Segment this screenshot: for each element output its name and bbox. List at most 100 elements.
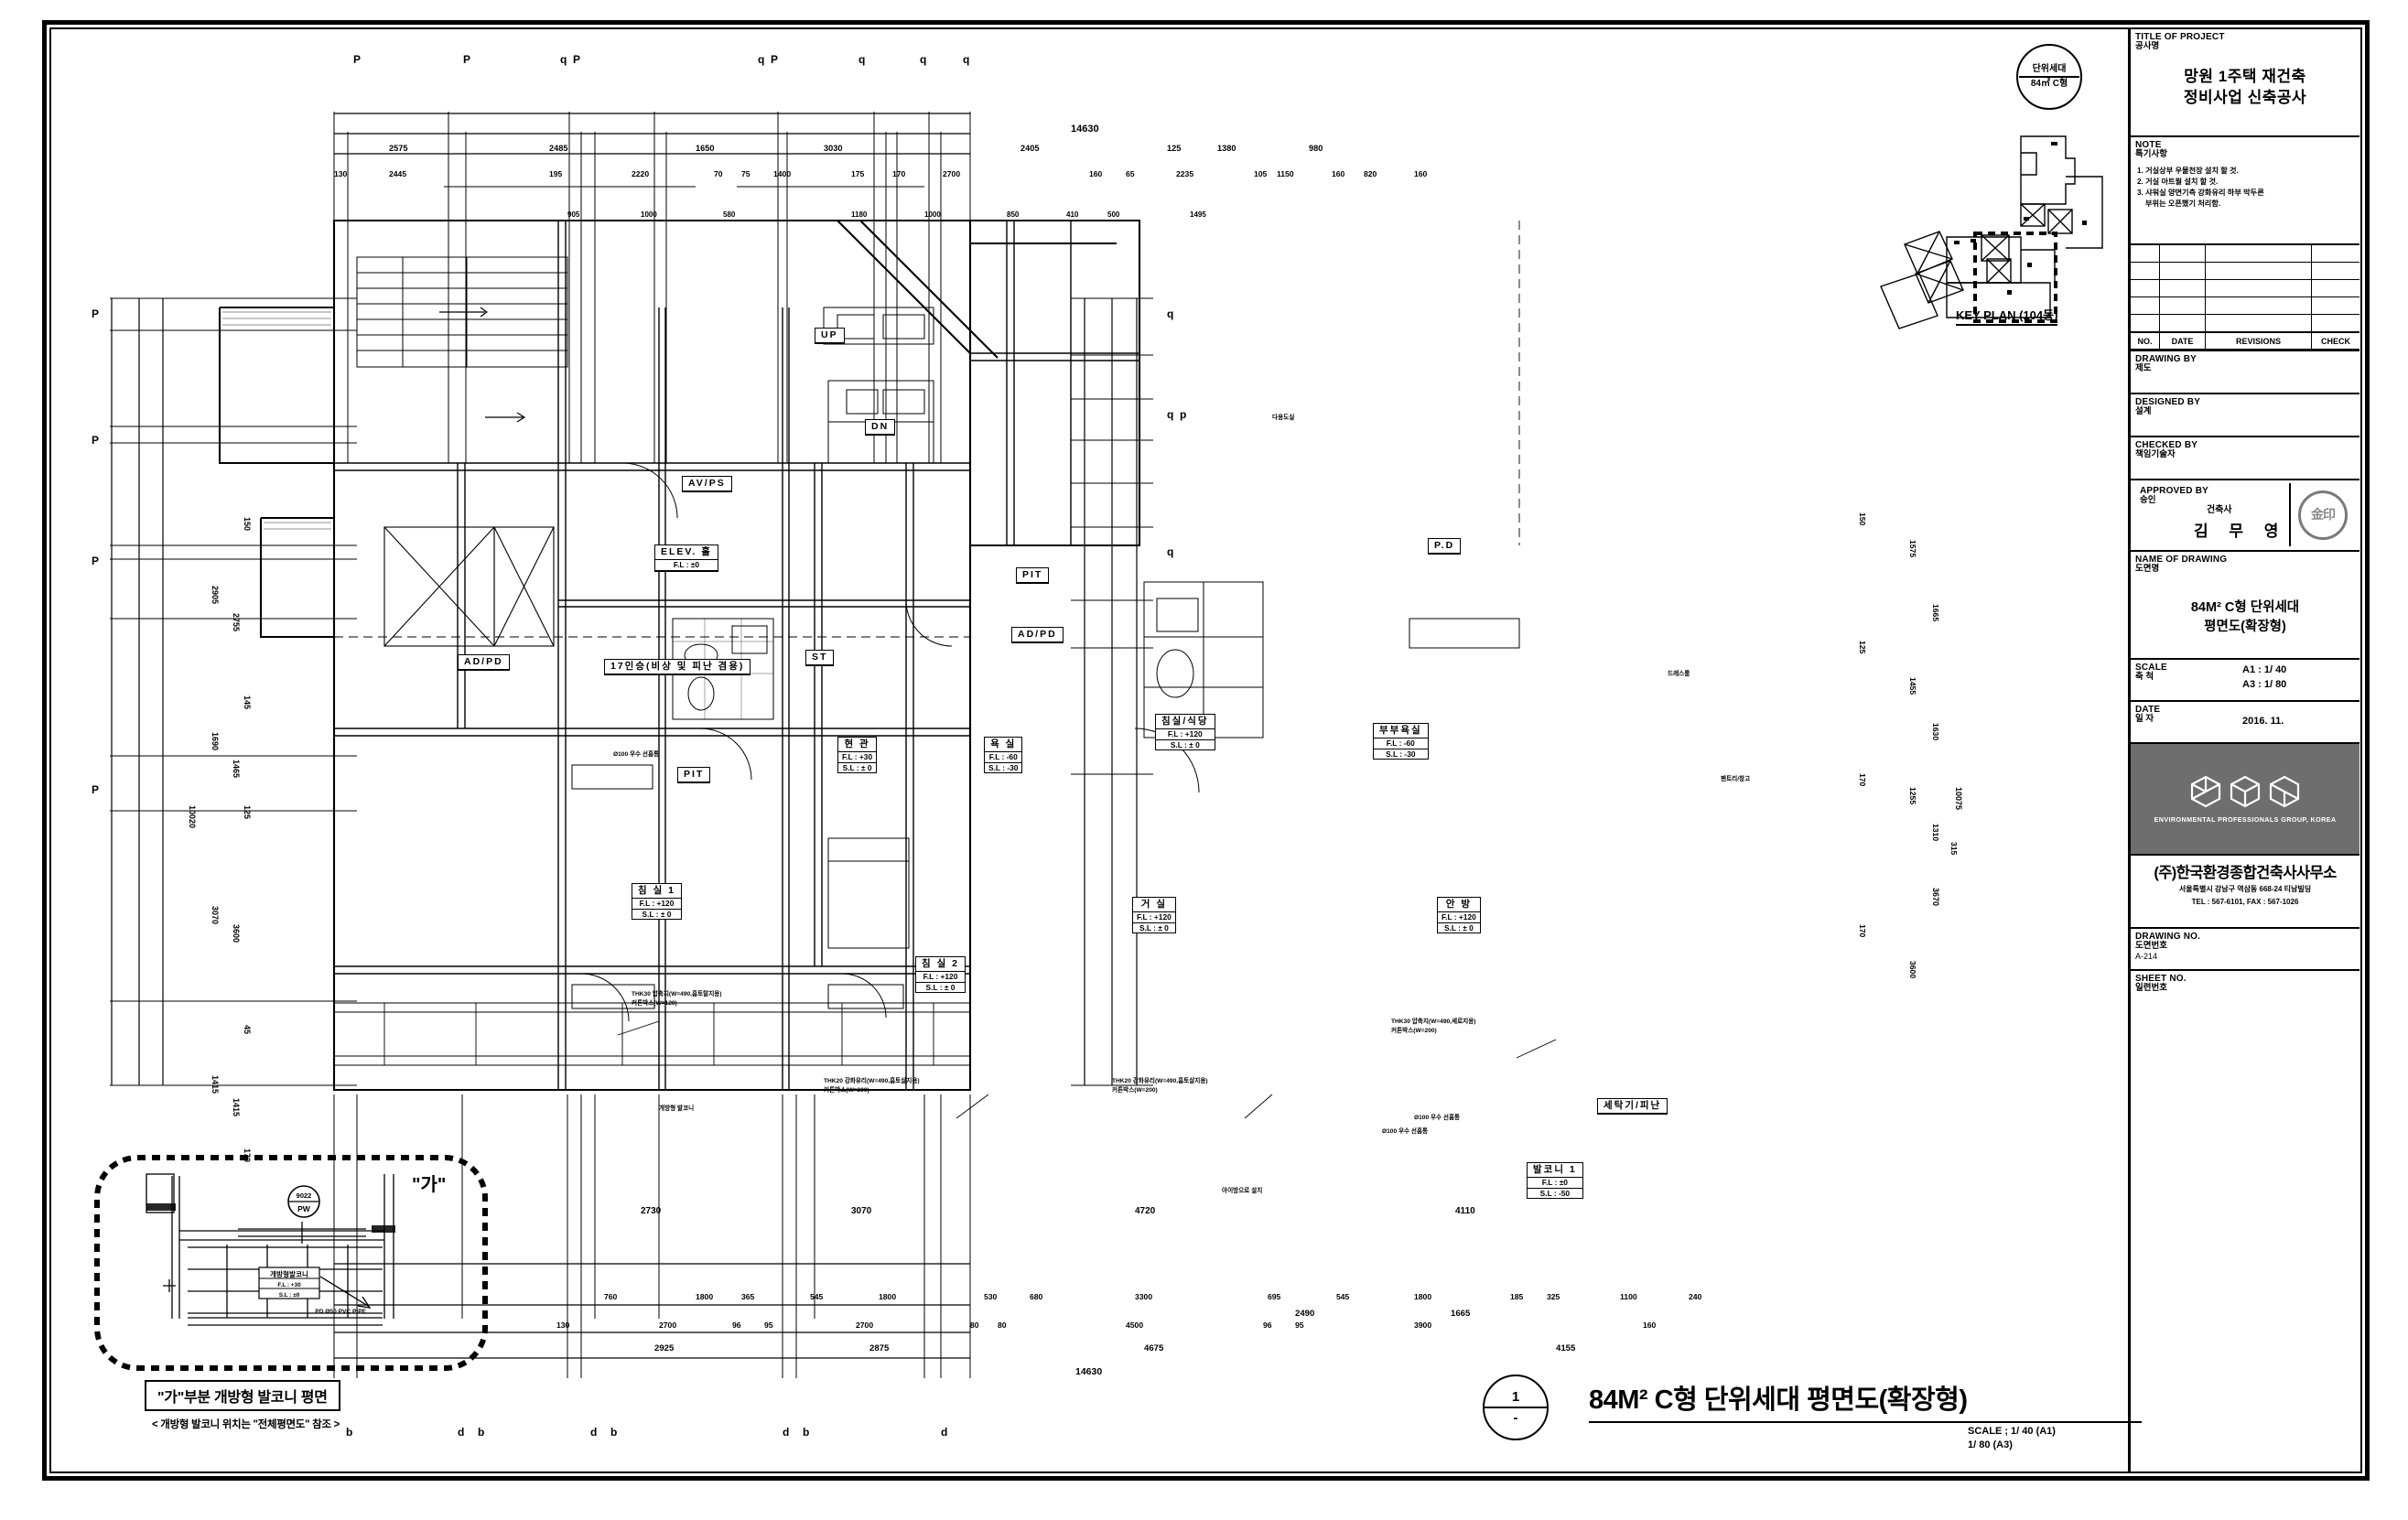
plan-bubble-sheet: - xyxy=(1513,1409,1518,1426)
revision-row[interactable] xyxy=(2131,315,2359,332)
room-tag: PIT xyxy=(677,767,711,784)
plan-title-rule xyxy=(1589,1421,2142,1424)
svg-text:개방형발코니: 개방형발코니 xyxy=(270,1269,308,1278)
room-tag-name: 욕 실 xyxy=(985,738,1022,753)
note-item: 2. 거실 아트월 설치 할 것. xyxy=(2137,177,2219,186)
dimension-text: 500 xyxy=(1107,210,1120,219)
room-tag-slab-level: S.L : -30 xyxy=(988,762,1019,772)
revision-no xyxy=(2131,245,2160,263)
plan-annotation: Ø100 우수 선홈통 xyxy=(1414,1115,1461,1121)
project-name-line2: 정비사업 신축공사 xyxy=(2183,88,2307,106)
note-label-kr: 특기사항 xyxy=(2135,149,2167,159)
grid-mark-left-4: P xyxy=(92,783,100,796)
designed-by-label-kr: 설계 xyxy=(2135,406,2152,416)
revision-desc xyxy=(2206,263,2312,280)
scale-label-kr: 축 척 xyxy=(2135,672,2154,682)
grid-mark-top-1: P xyxy=(353,53,362,66)
room-tag-slab-level: S.L : ± 0 xyxy=(1443,922,1474,932)
dimension-text: 1630 xyxy=(1931,723,1940,741)
revision-check xyxy=(2312,297,2359,315)
sheet-no-label-en: SHEET NO. xyxy=(2135,974,2187,984)
drawing-name-label-kr: 도면명 xyxy=(2135,564,2160,574)
approval-stamp-icon: 金印 xyxy=(2298,490,2348,540)
revision-row[interactable] xyxy=(2131,245,2359,263)
note-label-en: NOTE xyxy=(2135,140,2162,150)
revision-check xyxy=(2312,263,2359,280)
grid-mark-bottom-4: d xyxy=(590,1426,598,1439)
room-tag-name: 침 실 2 xyxy=(916,957,965,973)
plan-annotation: THK30 압축지(W=490,세로지용) 커튼박스(W=200) xyxy=(1391,1019,1476,1034)
approved-by-label-en: APPROVED BY xyxy=(2140,486,2208,496)
cube-icon xyxy=(2190,775,2221,808)
grid-mark-right-4: q xyxy=(1167,545,1174,558)
revision-check xyxy=(2312,245,2359,263)
room-tag-finish-level: F.L : -60 xyxy=(985,752,1022,763)
dimension-text: 3670 xyxy=(1931,888,1940,907)
revision-check xyxy=(2312,280,2359,297)
dimension-text: 3070 xyxy=(211,906,220,925)
grid-mark-top-9: q xyxy=(963,53,970,66)
company-contact: TEL : 567-6101, FAX : 567-1026 xyxy=(2191,898,2299,906)
dimension-text: 4155 xyxy=(1556,1343,1576,1353)
room-tag: PIT xyxy=(1016,567,1050,585)
dimension-text: 1495 xyxy=(1190,210,1206,219)
dimension-text: 1000 xyxy=(641,210,657,219)
grid-mark-left-1: P xyxy=(92,307,100,320)
grid-mark-right-2: q xyxy=(1167,408,1174,421)
key-plan-title: KEY PLAN (104동) xyxy=(1956,306,2058,326)
dimension-text: 75 xyxy=(741,169,750,178)
room-tag-finish-level: F.L : +120 xyxy=(1438,912,1480,923)
room-tag-finish-level: F.L : +120 xyxy=(632,899,681,910)
title-block: TITLE OF PROJECT 공사명 망원 1주택 재건축 정비사업 신축공… xyxy=(2128,29,2359,1471)
note-item: 부위는 오픈했기 처리함. xyxy=(2145,199,2221,208)
dimension-text: 2755 xyxy=(232,613,241,632)
dimension-text: 905 xyxy=(567,210,580,219)
dimension-text: 80 xyxy=(998,1321,1007,1330)
dimension-text: 170 xyxy=(1858,924,1867,938)
dimension-text: 315 xyxy=(1949,842,1959,856)
dimension-text: 95 xyxy=(764,1321,773,1330)
company-address: 서울특별시 강남구 역삼동 668-24 티남빌딩 xyxy=(2178,885,2312,893)
dimension-text: 160 xyxy=(1643,1321,1657,1330)
dimension-text: 325 xyxy=(1547,1292,1560,1301)
room-tag: 세탁기/피난 xyxy=(1597,1098,1668,1116)
room-tag-slab-level: S.L : -30 xyxy=(1386,749,1416,759)
revision-row[interactable] xyxy=(2131,280,2359,297)
plan-annotation: 다용도실 xyxy=(1272,415,1295,421)
sheet-border-inner xyxy=(49,27,2362,1473)
revision-row[interactable] xyxy=(2131,263,2359,280)
svg-text:PW: PW xyxy=(297,1204,311,1213)
revision-row[interactable] xyxy=(2131,297,2359,315)
dimension-text: 850 xyxy=(1007,210,1020,219)
dimension-text: 3300 xyxy=(1135,1292,1153,1301)
drawing-no-label-en: DRAWING NO. xyxy=(2135,932,2201,942)
drawing-no-label-kr: 도면번호 xyxy=(2135,941,2167,951)
key-plan-bubble-top: 단위세대 xyxy=(2032,63,2067,74)
svg-text:9022: 9022 xyxy=(297,1191,312,1200)
company-name: (주)한국환경종합건축사사무소 xyxy=(2154,865,2337,881)
grid-mark-bottom-8: d xyxy=(941,1426,948,1439)
revision-no xyxy=(2131,280,2160,297)
room-tag-name: 발코니 1 xyxy=(1528,1163,1582,1179)
dimension-text: 185 xyxy=(1510,1292,1524,1301)
revision-date xyxy=(2160,245,2206,263)
revision-no xyxy=(2131,297,2160,315)
dimension-text: 2925 xyxy=(654,1343,675,1353)
detail-title: "가"부분 개방형 발코니 평면 xyxy=(145,1380,340,1411)
dimension-text: 545 xyxy=(1336,1292,1350,1301)
room-tag-name: 안 방 xyxy=(1438,898,1480,913)
balcony-detail: 9022 PW 개방형발코니 F.L : +30 S.L : ±0 PD Ø50… xyxy=(92,1148,494,1450)
drawing-name-line1: 84M² C형 단위세대 xyxy=(2190,599,2300,615)
svg-text:F.L : +30: F.L : +30 xyxy=(277,1282,301,1288)
dimension-text: 1665 xyxy=(1451,1309,1471,1319)
grid-mark-bottom-1: b xyxy=(346,1426,353,1439)
dimension-text: 125 xyxy=(243,805,252,820)
dimension-text: 680 xyxy=(1030,1292,1043,1301)
dimension-text: 2445 xyxy=(389,169,407,178)
project-label-en: TITLE OF PROJECT xyxy=(2135,32,2225,42)
plan-annotation: THK20 강화유리(W=490,흡토살지용) 커튼박스(W=200) xyxy=(1112,1078,1208,1094)
